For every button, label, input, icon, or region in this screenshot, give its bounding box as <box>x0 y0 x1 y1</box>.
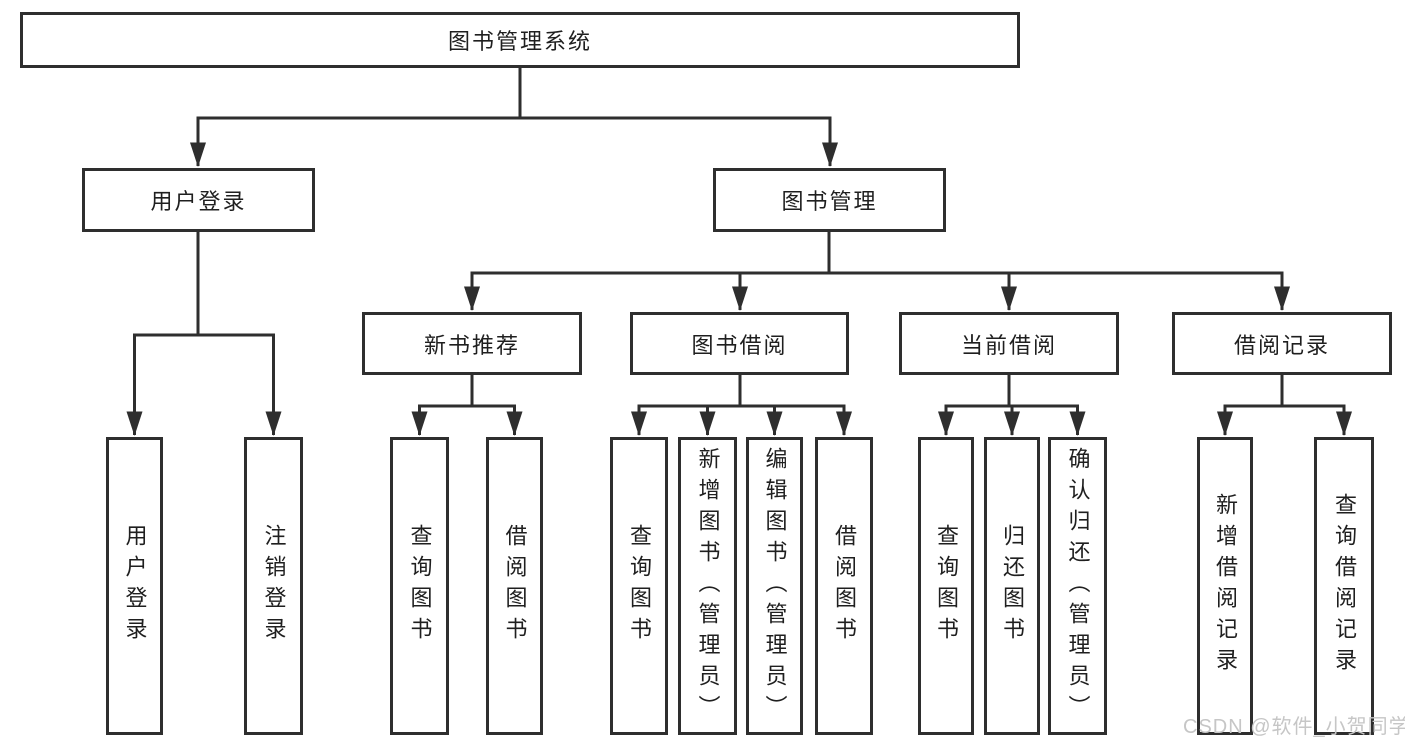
node-borrow-records: 借阅记录 <box>1172 312 1392 375</box>
node-label: 注销登录 <box>261 524 287 648</box>
leaf-borrow-books: 借阅图书 <box>815 437 873 735</box>
node-label: 确认归还（管理员） <box>1065 446 1091 726</box>
node-label: 查询图书 <box>407 524 433 648</box>
leaf-add-borrow-record: 新增借阅记录 <box>1197 437 1253 735</box>
node-label: 归还图书 <box>1000 524 1025 648</box>
leaf-return-books: 归还图书 <box>984 437 1040 735</box>
leaf-confirm-return-admin: 确认归还（管理员） <box>1048 437 1107 735</box>
node-label: 图书管理 <box>781 189 878 214</box>
node-label: 借阅图书 <box>832 524 857 648</box>
node-new-book-recommend: 新书推荐 <box>362 312 582 375</box>
node-label: 图书借阅 <box>691 332 788 358</box>
node-label: 新增图书（管理员） <box>695 446 721 726</box>
node-label: 查询图书 <box>627 524 652 648</box>
node-label: 用户登录 <box>122 524 148 648</box>
node-label: 借阅记录 <box>1233 332 1330 358</box>
node-current-borrowing: 当前借阅 <box>899 312 1119 375</box>
node-label: 图书管理系统 <box>447 29 592 54</box>
node-label: 当前借阅 <box>960 332 1057 358</box>
leaf-user-login: 用户登录 <box>106 437 163 735</box>
node-label: 查询图书 <box>934 524 959 648</box>
leaf-add-book-admin: 新增图书（管理员） <box>678 437 737 735</box>
leaf-query-books-borrowing: 查询图书 <box>610 437 668 735</box>
node-book-borrowing: 图书借阅 <box>630 312 849 375</box>
leaf-query-borrow-record: 查询借阅记录 <box>1314 437 1374 735</box>
node-library-management-system: 图书管理系统 <box>20 12 1020 68</box>
node-book-management: 图书管理 <box>713 168 946 232</box>
leaf-borrow-books-recommend: 借阅图书 <box>486 437 543 735</box>
node-label: 新增借阅记录 <box>1213 493 1238 679</box>
leaf-query-books-current: 查询图书 <box>918 437 974 735</box>
csdn-watermark: CSDN @软件_小贺同学 <box>1183 716 1405 738</box>
leaf-query-books-recommend: 查询图书 <box>390 437 449 735</box>
node-user-login: 用户登录 <box>82 168 315 232</box>
leaf-logout: 注销登录 <box>244 437 303 735</box>
node-label: 编辑图书（管理员） <box>762 446 788 726</box>
leaf-edit-book-admin: 编辑图书（管理员） <box>746 437 803 735</box>
node-label: 借阅图书 <box>502 524 528 648</box>
node-label: 用户登录 <box>150 189 247 214</box>
node-label: 查询借阅记录 <box>1332 493 1357 679</box>
node-label: 新书推荐 <box>423 332 520 358</box>
